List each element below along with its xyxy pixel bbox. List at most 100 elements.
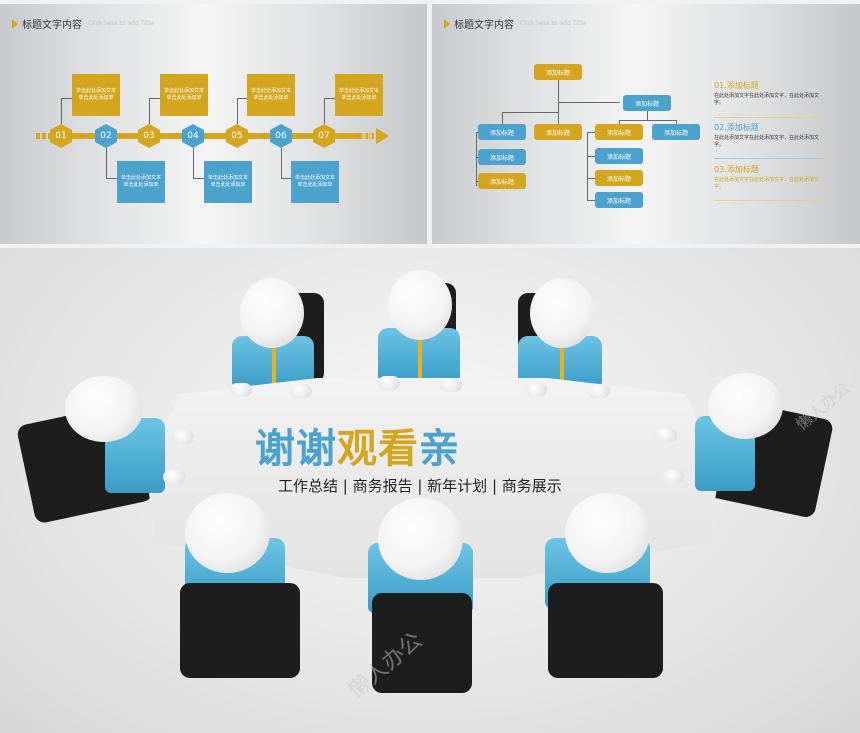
figure-head: [565, 493, 650, 573]
connector-line: [61, 98, 62, 124]
figure-head: [185, 493, 270, 573]
step-hexagon[interactable]: 03: [138, 124, 160, 148]
timeline-arrow-icon: [376, 128, 389, 144]
connector-line: [149, 98, 150, 124]
connector-line: [619, 120, 620, 124]
org-node[interactable]: 添加标题: [478, 173, 526, 189]
step-box[interactable]: 单击此处添加文本单击此处添加单: [247, 74, 295, 116]
connector-line: [587, 132, 588, 200]
step-hexagon[interactable]: 07: [313, 124, 335, 148]
divider: [714, 158, 824, 159]
triangle-bullet-icon: [12, 18, 18, 29]
slide-title: 标题文字内容: [454, 20, 514, 31]
step-hexagon[interactable]: 01: [50, 124, 72, 148]
connector-line: [587, 132, 595, 133]
timeline-slide-thumbnail[interactable]: 标题文字内容 Click here to add Title 单击此处添加文本单…: [0, 4, 427, 244]
figure-head: [65, 376, 143, 442]
side-item-title: 01.添加标题: [714, 81, 759, 90]
step-box[interactable]: 单击此处添加文本单击此处添加单: [335, 74, 383, 116]
slide-header: 标题文字内容 Click here to add Title: [12, 16, 154, 31]
divider: [714, 200, 824, 201]
step-box[interactable]: 单击此处添加文本单击此处添加单: [117, 161, 165, 203]
timeline-bar: [48, 133, 374, 139]
org-node[interactable]: 添加标题: [478, 149, 526, 165]
step-box[interactable]: 单击此处添加文本单击此处添加单: [160, 74, 208, 116]
figure-hand: [378, 376, 400, 390]
timeline-dash: [362, 133, 366, 139]
step-hexagon[interactable]: 05: [226, 124, 248, 148]
org-node[interactable]: 添加标题: [623, 95, 671, 111]
figure-hand: [290, 384, 312, 398]
org-node[interactable]: 添加标题: [595, 124, 643, 140]
side-item-title: 02.添加标题: [714, 123, 759, 132]
connector-line: [587, 156, 595, 157]
connector-line: [558, 102, 620, 103]
title-part-blue: 谢谢: [255, 426, 337, 472]
connector-line: [106, 148, 107, 178]
timeline-dash: [36, 133, 40, 139]
figure-hand: [655, 428, 677, 442]
connector-line: [647, 110, 648, 120]
org-node[interactable]: 添加标题: [534, 124, 582, 140]
figure-hand: [172, 430, 194, 444]
step-box[interactable]: 单击此处添加文本单击此处添加单: [204, 161, 252, 203]
slide-subtitle: Click here to add Title: [88, 20, 154, 27]
chair: [180, 583, 300, 678]
connector-line: [476, 132, 477, 186]
org-node[interactable]: 添加标题: [595, 170, 643, 186]
step-hexagon[interactable]: 02: [95, 124, 117, 148]
side-item-text: 在此处添加文字在此处添加文字，在此处添加文字。: [714, 93, 820, 106]
org-node[interactable]: 添加标题: [595, 192, 643, 208]
tie: [560, 343, 564, 383]
side-item-title: 03.添加标题: [714, 165, 759, 174]
slide-subtitle: Click here to add Title: [520, 20, 586, 27]
thank-you-slide[interactable]: 谢谢观看亲 工作总结 | 商务报告 | 新年计划 | 商务展示 懒人办公 懒人办…: [0, 248, 860, 733]
connector-line: [502, 112, 558, 113]
figure-hand: [662, 470, 684, 484]
figure-head: [530, 278, 594, 348]
connector-line: [676, 120, 677, 124]
title-part-gold: 观看: [337, 426, 419, 472]
thanks-title: 谢谢观看亲: [255, 416, 460, 474]
figure-hand: [230, 383, 252, 397]
step-box[interactable]: 单击此处添加文本单击此处添加单: [72, 74, 120, 116]
title-part-blue: 亲: [419, 426, 460, 472]
slide-header: 标题文字内容 Click here to add Title: [444, 16, 586, 31]
figure-hand: [440, 378, 462, 392]
timeline-dash: [42, 133, 46, 139]
org-node[interactable]: 添加标题: [595, 148, 643, 164]
figure-head: [378, 498, 463, 580]
side-item: 03.添加标题 在此处添加文字在此处添加文字，在此处添加文字。: [714, 164, 824, 191]
org-chart-slide-thumbnail[interactable]: 标题文字内容 Click here to add Title 添加标题 添加标题…: [432, 4, 860, 244]
figure-hand: [588, 384, 610, 398]
connector-line: [237, 98, 238, 124]
connector-line: [281, 178, 292, 179]
step-hexagon[interactable]: 06: [270, 124, 292, 148]
side-item-text: 在此处添加文字在此处添加文字，在此处添加文字。: [714, 135, 820, 148]
side-item: 02.添加标题 在此处添加文字在此处添加文字，在此处添加文字。: [714, 122, 824, 149]
connector-line: [193, 148, 194, 178]
side-item-text: 在此处添加文字在此处添加文字，在此处添加文字。: [714, 177, 820, 190]
tie: [272, 343, 276, 383]
tie: [418, 338, 422, 380]
connector-line: [324, 98, 325, 124]
org-node[interactable]: 添加标题: [478, 124, 526, 140]
org-node-root[interactable]: 添加标题: [534, 64, 582, 80]
timeline-dash: [368, 133, 372, 139]
connector-line: [558, 80, 559, 132]
figure-hand: [163, 470, 185, 484]
connector-line: [61, 98, 72, 99]
slide-title: 标题文字内容: [22, 20, 82, 31]
triangle-bullet-icon: [444, 18, 450, 29]
connector-line: [324, 98, 335, 99]
figure-head: [388, 270, 452, 340]
side-item: 01.添加标题 在此处添加文字在此处添加文字，在此处添加文字。: [714, 80, 824, 107]
connector-line: [149, 98, 160, 99]
step-hexagon[interactable]: 04: [182, 124, 204, 148]
org-node[interactable]: 添加标题: [652, 124, 700, 140]
connector-line: [587, 200, 595, 201]
step-box[interactable]: 单击此处添加文本单击此处添加单: [291, 161, 339, 203]
connector-line: [587, 178, 595, 179]
connector-line: [502, 112, 503, 124]
figure-head: [240, 278, 304, 348]
